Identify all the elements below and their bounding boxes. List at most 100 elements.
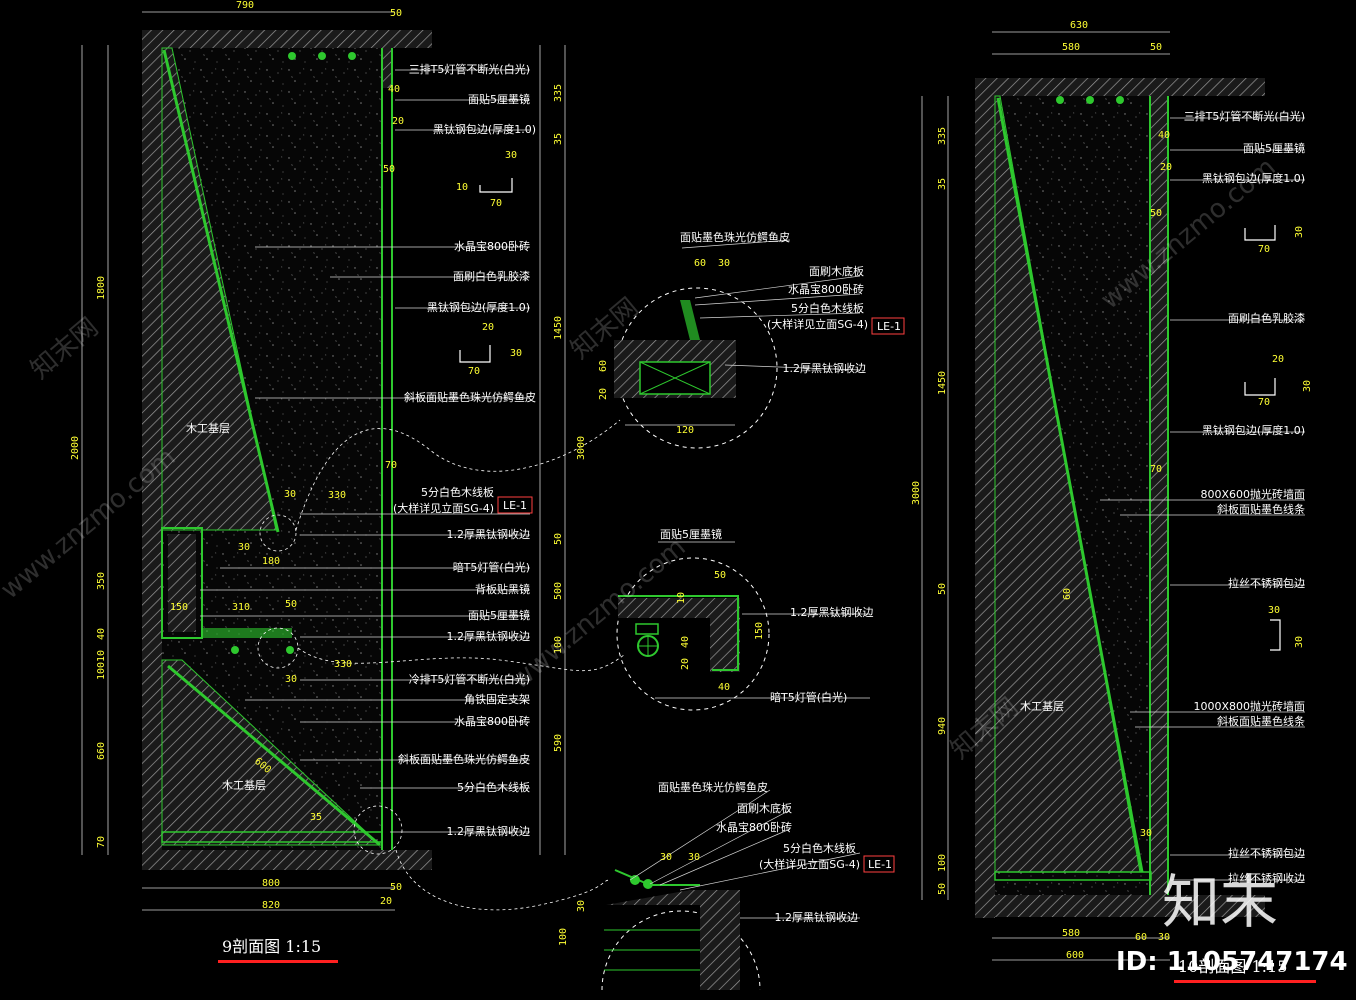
left-callout-10: 暗T5灯管(白光) xyxy=(453,560,530,574)
detail-a-callout-0: 面贴墨色珠光仿鳄鱼皮 xyxy=(680,230,790,244)
left-callout-0: 三排T5灯管不断光(白光) xyxy=(409,62,530,76)
left-bottom-dim-3: 20 xyxy=(380,896,392,907)
left-inner-dim-4: 310 xyxy=(232,602,250,613)
left-callout-1: 面贴5厘墨镜 xyxy=(468,92,530,106)
right-callout-4: 黑钛钢包边(厚度1.0) xyxy=(1202,423,1305,437)
detail-b: 面贴5厘墨镜 1.2厚黑钛钢收边 暗T5灯管(白光) 10 50 150 40 … xyxy=(616,527,874,711)
right-callout-0: 三排T5灯管不断光(白光) xyxy=(1184,109,1305,123)
left-callout-11: 背板贴黑镜 xyxy=(475,582,530,596)
right-left-dim-6: 100 xyxy=(937,854,948,872)
detail-c-dim-1: 30 xyxy=(688,852,700,863)
left-callout-8: (大样详见立面SG-4) xyxy=(393,501,494,515)
left-right-dim-3: 3000 xyxy=(576,436,587,460)
detail-a-dim-3: 20 xyxy=(598,388,609,400)
left-callout-4: 面刷白色乳胶漆 xyxy=(453,269,530,283)
detail-a-callout-1: 面刷木底板 xyxy=(809,264,864,278)
detail-c-callout-1: 面刷木底板 xyxy=(737,801,792,815)
left-inner-dim-12: 50 xyxy=(383,164,395,175)
detail-c-tag: LE-1 xyxy=(868,858,892,871)
left-section-title: 9剖面图 1:15 xyxy=(222,937,321,956)
left-inner-dim-5: 50 xyxy=(285,599,297,610)
right-bottom-dim-0: 580 xyxy=(1062,928,1080,939)
left-bottom-slab xyxy=(142,850,432,870)
left-fill-label-0: 木工基层 xyxy=(186,422,230,435)
detail-b-dim-2: 150 xyxy=(754,622,765,640)
right-callout-3: 面刷白色乳胶漆 xyxy=(1228,311,1305,325)
right-callout-5: 800X600抛光砖墙面 xyxy=(1200,487,1305,501)
right-inner-dim-1: 20 xyxy=(1160,162,1172,173)
left-dim-2: 350 xyxy=(96,572,107,590)
detail-a-dim-4: 120 xyxy=(676,425,694,436)
right-inner-dim-0: 40 xyxy=(1158,130,1170,141)
left-right-dim-5: 500 xyxy=(553,582,564,600)
detail-b-dim-5: 40 xyxy=(718,682,730,693)
left-right-dim-1: 35 xyxy=(553,133,564,145)
detail-b-dim-3: 40 xyxy=(680,636,691,648)
right-bottom-dim-1: 60 xyxy=(1135,932,1147,943)
right-callout-7: 拉丝不锈钢包边 xyxy=(1228,576,1305,590)
detail-a-callout-5: 1.2厚黑钛钢收边 xyxy=(783,361,867,375)
left-inner-dim-13: 70 xyxy=(385,460,397,471)
detail-a-tag: LE-1 xyxy=(877,320,901,333)
left-bottom-dim-0: 800 xyxy=(262,878,280,889)
detail-c-callout-2: 水晶宝800卧砖 xyxy=(716,820,792,834)
left-callout-12: 面贴5厘墨镜 xyxy=(468,608,530,622)
right-left-dim-3: 3000 xyxy=(911,481,922,505)
left-callout-19: 1.2厚黑钛钢收边 xyxy=(447,824,531,838)
left-top-slab xyxy=(142,30,432,48)
left-callout-7: 5分白色木线板 xyxy=(421,485,494,499)
left-callout-13: 1.2厚黑钛钢收边 xyxy=(447,629,531,643)
detail-c-dim-0: 30 xyxy=(660,852,672,863)
left-inner-dim-3: 30 xyxy=(238,542,250,553)
right-top-dim-0: 630 xyxy=(1070,20,1088,31)
detail-c-callout-0: 面贴墨色珠光仿鳄鱼皮 xyxy=(658,780,768,794)
right-inner-dim-6: 30 xyxy=(1302,380,1313,392)
left-callout-18: 5分白色木线板 xyxy=(457,780,530,794)
left-callout-6: 斜板面贴墨色珠光仿鳄鱼皮 xyxy=(404,390,536,404)
detail-a-callout-3: 5分白色木线板 xyxy=(791,301,864,315)
right-section: 三排T5灯管不断光(白光) 面贴5厘墨镜 黑钛钢包边(厚度1.0) 面刷白色乳胶… xyxy=(911,20,1316,983)
detail-b-dim-0: 10 xyxy=(676,592,687,604)
left-dim-6: 660 xyxy=(96,742,107,760)
right-top-dim-1: 580 xyxy=(1062,42,1080,53)
right-inner-dim-3: 30 xyxy=(1294,226,1305,238)
detail-a-dim-1: 30 xyxy=(718,258,730,269)
left-inner-dim-7: 30 xyxy=(285,674,297,685)
left-callout-17: 斜板面贴墨色珠光仿鳄鱼皮 xyxy=(398,752,530,766)
watermark-logo: 知末 xyxy=(1162,868,1278,936)
detail-c: 面贴墨色珠光仿鳄鱼皮 面刷木底板 水晶宝800卧砖 5分白色木线板 (大样详见立… xyxy=(558,780,895,991)
right-left-dim-2: 1450 xyxy=(937,371,948,395)
left-dim-8: 150 xyxy=(170,602,188,613)
right-inner-dim-8: 70 xyxy=(1150,464,1162,475)
left-back-wall xyxy=(142,30,162,870)
detail-b-callout-2: 暗T5灯管(白光) xyxy=(770,690,847,704)
watermark-id: ID: 1105747174 xyxy=(1116,947,1348,977)
left-callout-16: 水晶宝800卧砖 xyxy=(454,714,530,728)
left-dim-1: 2000 xyxy=(70,436,81,460)
left-inner-dim-10: 40 xyxy=(388,84,400,95)
left-right-dim-2: 1450 xyxy=(553,316,564,340)
left-dim-7: 70 xyxy=(96,836,107,848)
detail-c-dim-3: 100 xyxy=(558,928,569,946)
left-callout-9: 1.2厚黑钛钢收边 xyxy=(447,527,531,541)
detail-a-callout-4: (大样详见立面SG-4) xyxy=(767,317,868,331)
left-callout-14: 冷排T5灯管不断光(白光) xyxy=(409,672,530,686)
detail-b-callout-1: 1.2厚黑钛钢收边 xyxy=(790,605,874,619)
right-callout-2: 黑钛钢包边(厚度1.0) xyxy=(1202,171,1305,185)
left-section: 三排T5灯管不断光(白光) 面贴5厘墨镜 黑钛钢包边(厚度1.0) 水晶宝800… xyxy=(70,0,625,963)
right-callout-10: 拉丝不锈钢包边 xyxy=(1228,846,1305,860)
right-section-title: 10剖面图 1:15 xyxy=(1178,957,1287,976)
left-dim-0: 1800 xyxy=(96,276,107,300)
right-left-dim-4: 50 xyxy=(937,583,948,595)
left-inner-dim-1: 330 xyxy=(328,490,346,501)
left-inner-dim-16: 70 xyxy=(490,198,502,209)
detail-a-dim-0: 60 xyxy=(694,258,706,269)
right-left-dim-0: 335 xyxy=(937,127,948,145)
left-inner-dim-17: 20 xyxy=(482,322,494,333)
right-inner-dim-2: 50 xyxy=(1150,208,1162,219)
left-dim-3: 40 xyxy=(96,628,107,640)
left-tag: LE-1 xyxy=(503,499,527,512)
detail-c-callout-3: 5分白色木线板 xyxy=(783,841,856,855)
left-callout-3: 水晶宝800卧砖 xyxy=(454,239,530,253)
